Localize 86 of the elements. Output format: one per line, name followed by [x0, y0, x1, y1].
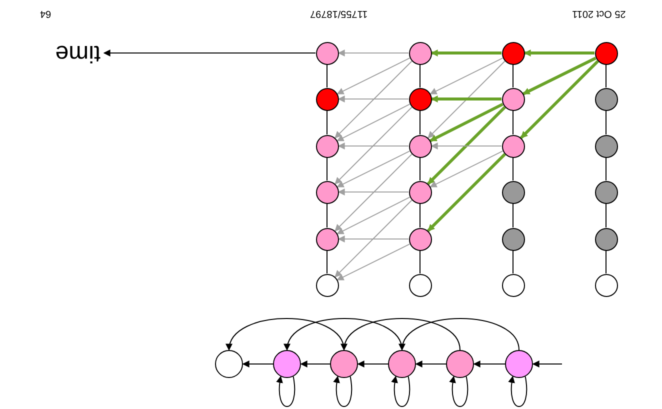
connector-line [512, 64, 514, 88]
state-circle [594, 180, 618, 204]
connector-line [326, 157, 328, 181]
arrow [300, 360, 330, 368]
arrow [227, 318, 344, 351]
connector-line [326, 203, 328, 228]
arrow [342, 318, 460, 351]
state-circle [502, 228, 524, 250]
footer-text: 25 Oct 2011 [572, 8, 626, 19]
arrow [334, 200, 412, 278]
arrow [430, 102, 504, 142]
arrow [430, 50, 502, 56]
footer-text: 64 [40, 8, 52, 19]
connector-line [512, 203, 514, 228]
arrow [338, 188, 409, 196]
state-circle [408, 88, 432, 110]
state-circle [316, 228, 338, 250]
footer-text: 11755/18797 [310, 8, 368, 19]
state-circle [316, 42, 338, 64]
arrow [430, 142, 502, 150]
arrow [400, 318, 520, 351]
state-circle [594, 228, 618, 250]
state-circle [502, 274, 524, 296]
state-circle [408, 180, 432, 204]
arrow [428, 60, 506, 138]
arrow [336, 196, 410, 234]
state-circle [594, 274, 618, 296]
arrow [473, 360, 506, 368]
state-circle [330, 350, 358, 378]
arrow [338, 142, 409, 150]
state-circle [316, 88, 338, 110]
state-circle [408, 228, 432, 250]
state-circle [505, 350, 533, 378]
arrow [338, 236, 409, 242]
connector-line [326, 64, 328, 88]
state-circle [594, 42, 618, 64]
arrow [430, 96, 502, 102]
connector-line [326, 110, 328, 135]
arrow [336, 104, 410, 142]
state-circle [502, 88, 524, 110]
arrow [430, 150, 504, 188]
connector-line [326, 250, 328, 274]
arrow [427, 106, 506, 185]
arrow [333, 376, 352, 407]
arrow [285, 318, 402, 351]
connector-line [512, 110, 514, 135]
arrow [338, 96, 409, 102]
arrow [391, 376, 410, 407]
state-circle [502, 42, 524, 64]
arrow [520, 60, 599, 139]
state-circle [215, 350, 243, 378]
arrow [336, 58, 410, 94]
arrow [338, 50, 409, 56]
state-circle [273, 350, 301, 378]
arrow [522, 56, 596, 96]
arrow [334, 106, 412, 184]
arrow [103, 50, 316, 56]
arrow [276, 376, 296, 407]
arrow [336, 150, 410, 188]
time-label: time [55, 39, 101, 67]
arrow [508, 376, 528, 407]
state-circle [408, 42, 432, 64]
state-circle [594, 88, 618, 110]
state-circle [316, 134, 338, 158]
arrow [532, 360, 562, 368]
arrow [449, 376, 468, 407]
state-circle [316, 180, 338, 204]
state-circle [594, 134, 618, 158]
arrow [336, 244, 410, 280]
connector-line [512, 157, 514, 181]
arrow [524, 50, 594, 56]
state-circle [502, 134, 524, 158]
state-circle [408, 274, 432, 296]
arrow [415, 360, 446, 368]
arrow [427, 153, 506, 232]
arrow [334, 154, 412, 232]
state-circle [446, 350, 474, 378]
state-circle [388, 350, 416, 378]
state-circle [316, 274, 338, 296]
state-circle [408, 134, 432, 158]
arrow [430, 58, 504, 94]
connector-line [512, 250, 514, 274]
state-circle [502, 180, 524, 204]
arrow [242, 360, 274, 368]
arrow [357, 360, 388, 368]
arrow [334, 60, 412, 138]
